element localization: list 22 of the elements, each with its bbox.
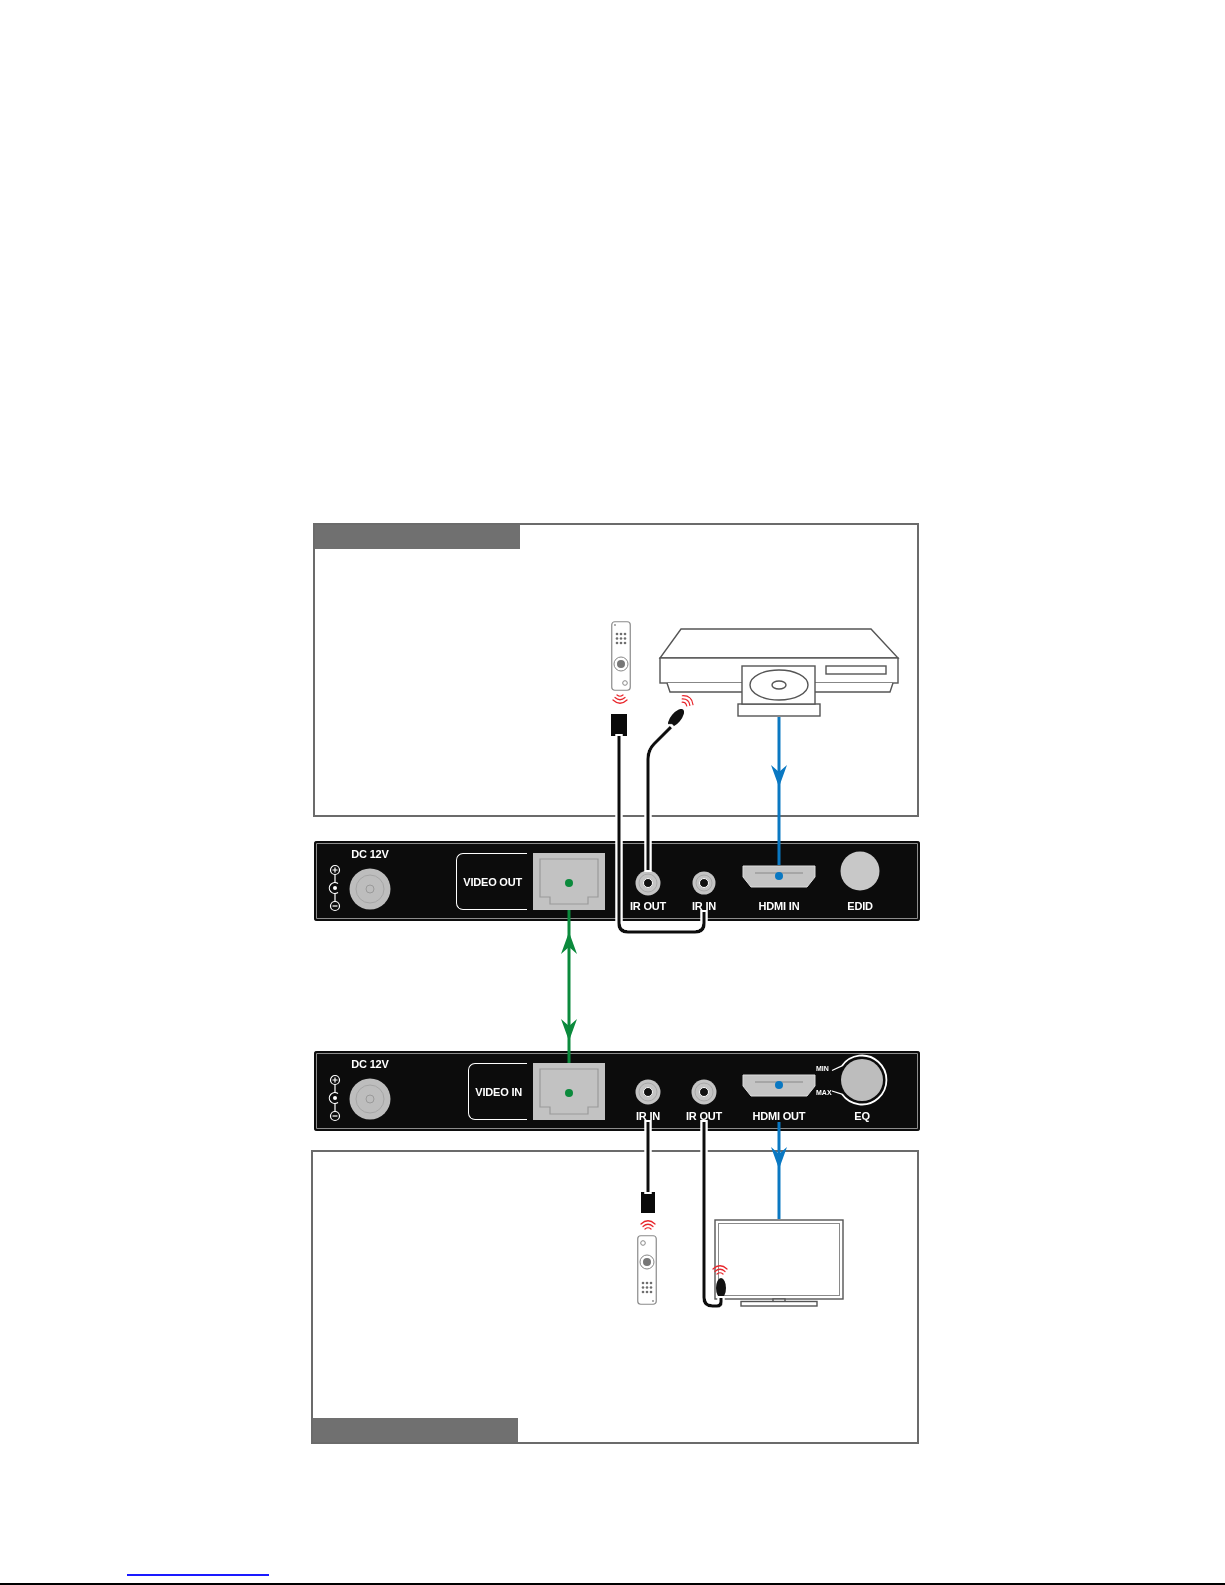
port-label: IR OUT: [685, 1110, 723, 1122]
port-label: DC 12V: [351, 848, 389, 860]
ir-receiver-eye: [641, 1192, 655, 1213]
port-label: HDMI OUT: [752, 1110, 806, 1122]
device-panel: [314, 1051, 920, 1131]
port-label: VIDEO OUT: [456, 853, 527, 910]
area-frame: [311, 1150, 919, 1444]
port-label: EQ: [854, 1110, 870, 1122]
port-label: IR OUT: [629, 900, 667, 912]
arrow: [771, 717, 787, 865]
port-label: IR IN: [691, 900, 717, 912]
port-label: EDID: [847, 900, 873, 912]
device-panel: [314, 841, 920, 921]
arrow: [561, 910, 577, 1063]
port-label: VIDEO IN: [468, 1063, 527, 1120]
ir-receiver-eye: [611, 714, 627, 736]
port-label: DC 12V: [351, 1058, 389, 1070]
port-label: IR IN: [635, 1110, 661, 1122]
arrow: [771, 1122, 787, 1219]
cable: [617, 736, 706, 934]
area-frame: [313, 523, 919, 817]
port-label: HDMI IN: [758, 900, 800, 912]
